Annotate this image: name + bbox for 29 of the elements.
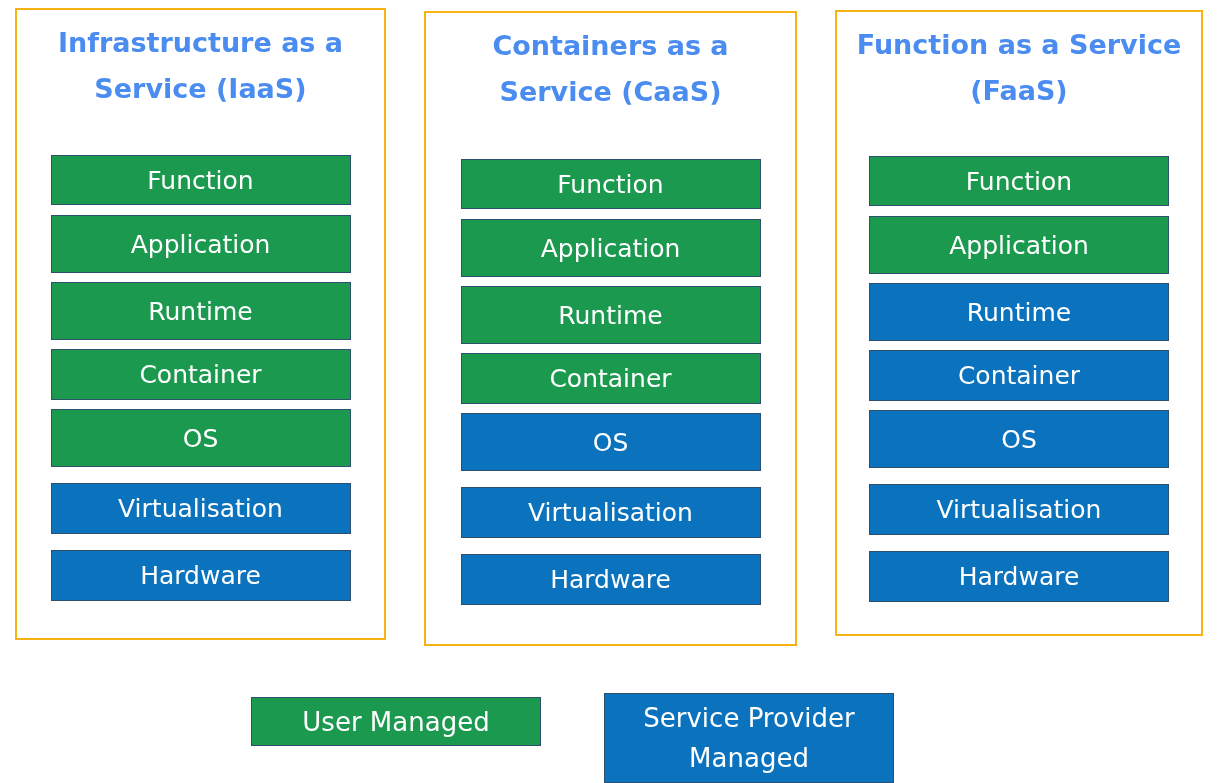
panel-title: Function as a Service (FaaS) xyxy=(855,28,1183,108)
panel-title: Infrastructure as a Service (IaaS) xyxy=(56,26,345,106)
layer-bar: Runtime xyxy=(460,286,761,344)
layer-bar: Application xyxy=(460,219,761,277)
layer-bar: Runtime xyxy=(50,282,351,340)
layer-bar: Container xyxy=(869,350,1169,401)
layer-bar: Virtualisation xyxy=(50,483,351,534)
layer-bar: Virtualisation xyxy=(460,487,761,538)
layer-bar: Function xyxy=(869,156,1169,206)
service-panel xyxy=(835,10,1203,636)
layer-bar: Hardware xyxy=(460,554,761,605)
layer-bar: OS xyxy=(50,409,351,467)
layer-bar: OS xyxy=(460,413,761,471)
layer-bar: Container xyxy=(50,349,351,400)
service-panel xyxy=(15,8,386,640)
layer-bar: Hardware xyxy=(869,551,1169,602)
layer-bar: Hardware xyxy=(50,550,351,601)
layer-bar: Application xyxy=(869,216,1169,274)
panel-title: Containers as a Service (CaaS) xyxy=(491,29,730,109)
legend-label: Service Provider Managed xyxy=(642,702,856,775)
service-panel xyxy=(424,11,797,646)
layer-bar: Function xyxy=(460,159,761,209)
layer-bar: Function xyxy=(50,155,351,205)
layer-bar: Application xyxy=(50,215,351,273)
layer-bar: Virtualisation xyxy=(869,484,1169,535)
legend-label: User Managed xyxy=(302,705,490,739)
layer-bar: OS xyxy=(869,410,1169,468)
layer-bar: Runtime xyxy=(869,283,1169,341)
layer-bar: Container xyxy=(460,353,761,404)
